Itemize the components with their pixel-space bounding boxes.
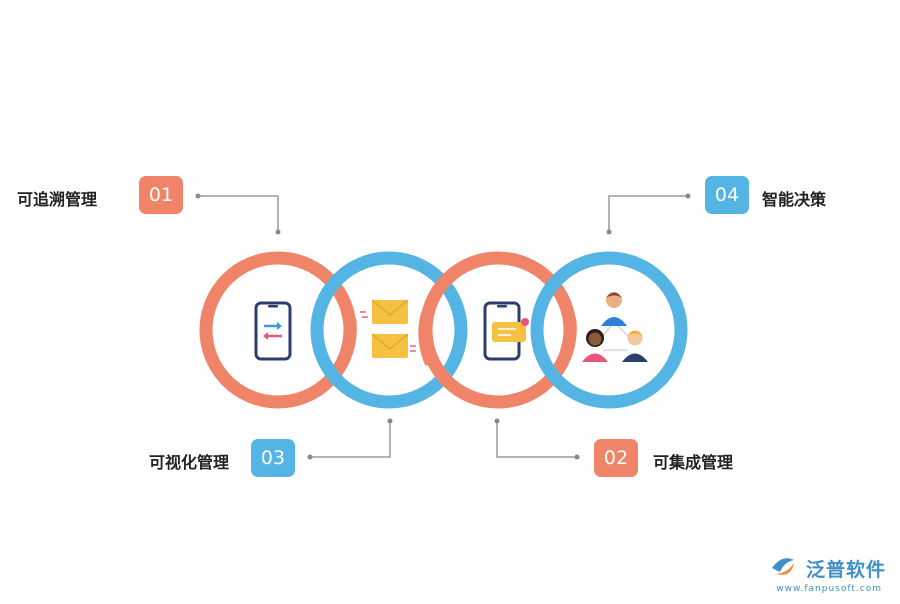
ring-3-overlap-right	[560, 317, 577, 355]
connector-01	[195, 193, 281, 235]
connector-03	[307, 418, 393, 460]
badge-02: 02	[594, 439, 638, 477]
phone-transfer-icon	[254, 301, 292, 361]
connector-04	[606, 193, 691, 235]
item-label-03: 可视化管理	[149, 453, 230, 472]
connector-02	[494, 418, 580, 460]
people-network-icon	[582, 292, 648, 362]
item-label-01: 可追溯管理	[17, 190, 98, 209]
badge-04: 04	[705, 176, 749, 214]
item-label-04: 智能决策	[762, 190, 827, 209]
envelopes-icon	[360, 299, 416, 358]
badge-01: 01	[139, 176, 183, 214]
logo: 泛普软件	[806, 555, 886, 582]
logo-mark-icon	[772, 558, 794, 575]
logo-url: www.fanpusoft.com	[776, 584, 882, 594]
ring-2	[310, 251, 468, 409]
phone-message-icon	[483, 301, 529, 361]
badge-03: 03	[251, 439, 295, 477]
ring-4	[530, 251, 688, 409]
ring-3-overlap-left	[418, 312, 438, 366]
ring-1-overlap	[340, 317, 357, 355]
item-label-02: 可集成管理	[653, 453, 734, 472]
logo-name: 泛普软件	[805, 559, 886, 581]
